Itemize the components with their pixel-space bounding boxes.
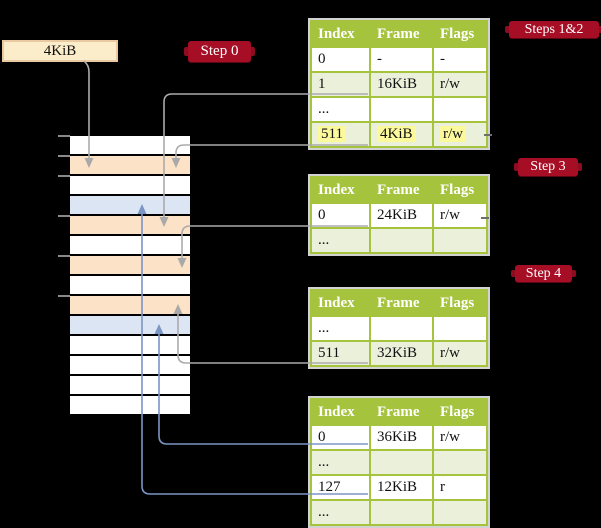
memory-frame-row-11-white <box>70 356 190 374</box>
cell-flags: r/w <box>432 202 488 229</box>
cell-index: ... <box>310 499 371 526</box>
cell-frame <box>369 315 434 342</box>
table-row: ... <box>310 227 488 254</box>
steps-1-2-label: Steps 1&2 <box>505 21 601 38</box>
cell-frame: - <box>369 46 434 73</box>
cell-frame <box>369 96 434 123</box>
column-header-index: Index <box>310 289 371 317</box>
cell-index: 511 <box>310 340 371 367</box>
memory-frame-row-0-white <box>70 136 190 154</box>
table-row: 0-- <box>310 46 488 73</box>
table-row: ... <box>310 499 488 526</box>
step-3-label: Step 3 <box>514 158 582 176</box>
cell-index: ... <box>310 449 371 476</box>
memory-frame-row-13-white <box>70 396 190 414</box>
column-header-frame: Frame <box>369 289 434 317</box>
cell-flags: r <box>432 474 488 501</box>
cell-flags <box>432 499 488 526</box>
column-header-flags: Flags <box>432 398 488 426</box>
cell-index: 511 <box>310 121 371 148</box>
cell-index: 1 <box>310 71 371 98</box>
physical-memory-stack <box>70 136 190 416</box>
cell-index: ... <box>310 96 371 123</box>
cell-flags <box>432 315 488 342</box>
cell-flags: r/w <box>432 424 488 451</box>
memory-frame-row-3-blue <box>70 196 190 214</box>
table-row: ... <box>310 96 488 123</box>
table-row: ... <box>310 449 488 476</box>
memory-frame-row-5-white <box>70 236 190 254</box>
cell-flags: r/w <box>432 340 488 367</box>
cell-index: 0 <box>310 46 371 73</box>
table-row: 511 4KiB r/w <box>310 121 488 148</box>
cell-frame: 24KiB <box>369 202 434 229</box>
highlighted-value: r/w <box>440 126 466 142</box>
cell-flags: - <box>432 46 488 73</box>
cell-index: 0 <box>310 424 371 451</box>
cell-frame <box>369 449 434 476</box>
cell-frame: 36KiB <box>369 424 434 451</box>
memory-frame-row-1-peach <box>70 156 190 174</box>
address-tick <box>58 255 70 257</box>
step-0-label: Step 0 <box>184 41 255 62</box>
column-header-flags: Flags <box>432 176 488 204</box>
cell-frame <box>369 499 434 526</box>
cell-flags: r/w <box>432 71 488 98</box>
table-row: ... <box>310 315 488 342</box>
column-header-frame: Frame <box>369 176 434 204</box>
cell-flags <box>432 96 488 123</box>
cell-frame: 16KiB <box>369 71 434 98</box>
cell-flags <box>432 227 488 254</box>
memory-frame-row-7-white <box>70 276 190 294</box>
memory-frame-row-4-peach <box>70 216 190 234</box>
cell-frame: 12KiB <box>369 474 434 501</box>
cell-frame <box>369 227 434 254</box>
cell-index: ... <box>310 315 371 342</box>
address-tick <box>58 155 70 157</box>
cell-flags <box>432 449 488 476</box>
address-tick <box>58 295 70 297</box>
column-header-index: Index <box>310 176 371 204</box>
cell-index: 127 <box>310 474 371 501</box>
cell-index: 0 <box>310 202 371 229</box>
memory-frame-row-10-white <box>70 336 190 354</box>
column-header-index: Index <box>310 398 371 426</box>
memory-frame-row-6-peach <box>70 256 190 274</box>
memory-frame-row-2-white <box>70 176 190 194</box>
arrow-entry511-to-4kib-frame <box>171 144 368 168</box>
step-4-label: Step 4 <box>511 265 576 282</box>
memory-frame-row-9-blue <box>70 316 190 334</box>
column-header-index: Index <box>310 20 371 48</box>
address-tick <box>58 135 70 137</box>
root-frame-address-box: 4KiB <box>2 40 118 62</box>
memory-frame-row-8-peach <box>70 296 190 314</box>
memory-frame-row-12-white <box>70 376 190 394</box>
column-header-flags: Flags <box>432 20 488 48</box>
cell-frame: 32KiB <box>369 340 434 367</box>
cell-frame: 4KiB <box>369 121 434 148</box>
column-header-frame: Frame <box>369 398 434 426</box>
highlighted-value: 511 <box>318 126 346 142</box>
column-header-frame: Frame <box>369 20 434 48</box>
highlighted-value: 4KiB <box>377 126 416 142</box>
cell-flags: r/w <box>432 121 488 148</box>
address-tick <box>58 215 70 217</box>
column-header-flags: Flags <box>432 289 488 317</box>
cell-index: ... <box>310 227 371 254</box>
address-tick <box>58 175 70 177</box>
